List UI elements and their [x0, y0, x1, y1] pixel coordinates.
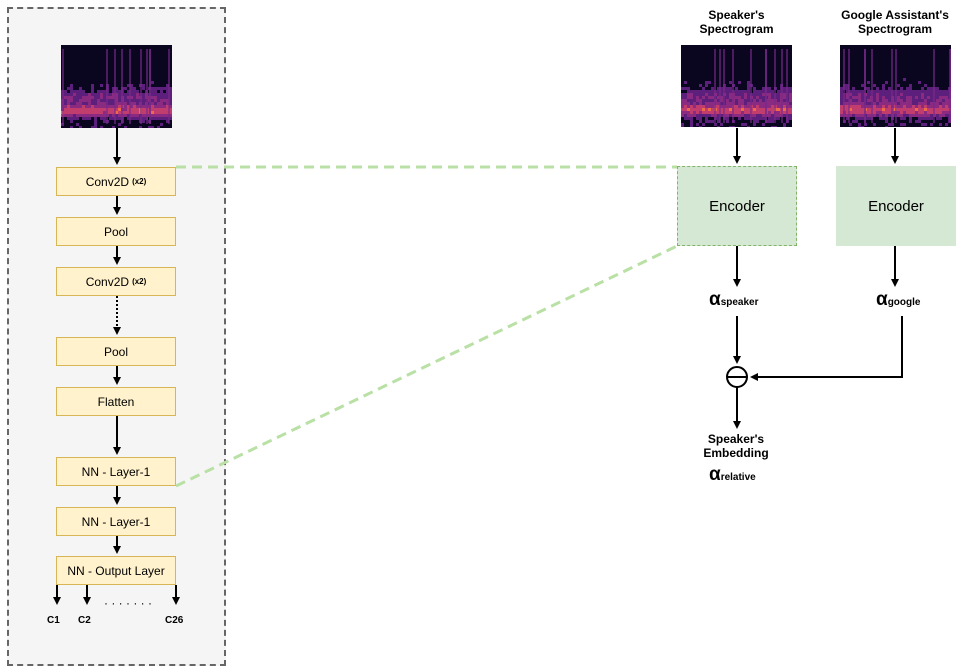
alpha-symbol: α	[709, 289, 721, 310]
alpha-relative: αrelative	[709, 464, 756, 486]
output-c1: C1	[47, 615, 60, 626]
google-encoder: Encoder	[836, 166, 956, 246]
layer-nn-output: NN - Output Layer	[56, 556, 176, 585]
alpha-speaker: αspeaker	[709, 289, 759, 311]
alpha-symbol: α	[876, 289, 888, 310]
subtract-operator	[726, 366, 748, 388]
layer-label: Conv2D	[85, 174, 130, 189]
layer-conv2d-2: Conv2D(x2)	[56, 267, 176, 296]
layer-label: NN - Layer-1	[81, 514, 151, 529]
layer-nn-1: NN - Layer-1	[56, 457, 176, 486]
layer-pool-1: Pool	[56, 217, 176, 246]
speaker-spectrogram	[681, 45, 792, 127]
layer-label: Conv2D	[85, 274, 130, 289]
output-c2: C2	[78, 615, 91, 626]
output-dots: · · · · · · ·	[104, 596, 152, 610]
layer-label: Pool	[103, 344, 129, 359]
layer-badge: (x2)	[132, 277, 147, 286]
layer-flatten: Flatten	[56, 387, 176, 416]
layer-label: NN - Layer-1	[81, 464, 151, 479]
google-spectrogram	[840, 45, 951, 127]
layer-badge: (x2)	[132, 177, 147, 186]
layer-label: Flatten	[97, 394, 135, 409]
encoder-label: Encoder	[709, 197, 765, 215]
encoder-correspondence-lines	[175, 165, 678, 488]
layer-label: Pool	[103, 224, 129, 239]
alpha-subscript: relative	[720, 472, 756, 483]
alpha-symbol: α	[709, 464, 721, 485]
embedding-title: Speaker's Embedding	[703, 432, 769, 460]
google-spectrogram-title: Google Assistant's Spectrogram	[841, 8, 949, 36]
speaker-encoder: Encoder	[677, 166, 797, 246]
layer-pool-2: Pool	[56, 337, 176, 366]
alpha-subscript: speaker	[720, 297, 759, 308]
arrow-alpha-google-to-subtract	[750, 316, 903, 381]
layer-label: NN - Output Layer	[67, 563, 165, 578]
layer-conv2d-1: Conv2D(x2)	[56, 167, 176, 196]
output-c26: C26	[165, 615, 184, 626]
alpha-google: αgoogle	[876, 289, 920, 311]
speaker-spectrogram-title: Speaker's Spectrogram	[699, 8, 774, 36]
alpha-subscript: google	[887, 297, 921, 308]
encoder-label: Encoder	[868, 197, 924, 215]
layer-nn-2: NN - Layer-1	[56, 507, 176, 536]
input-spectrogram	[61, 45, 172, 128]
